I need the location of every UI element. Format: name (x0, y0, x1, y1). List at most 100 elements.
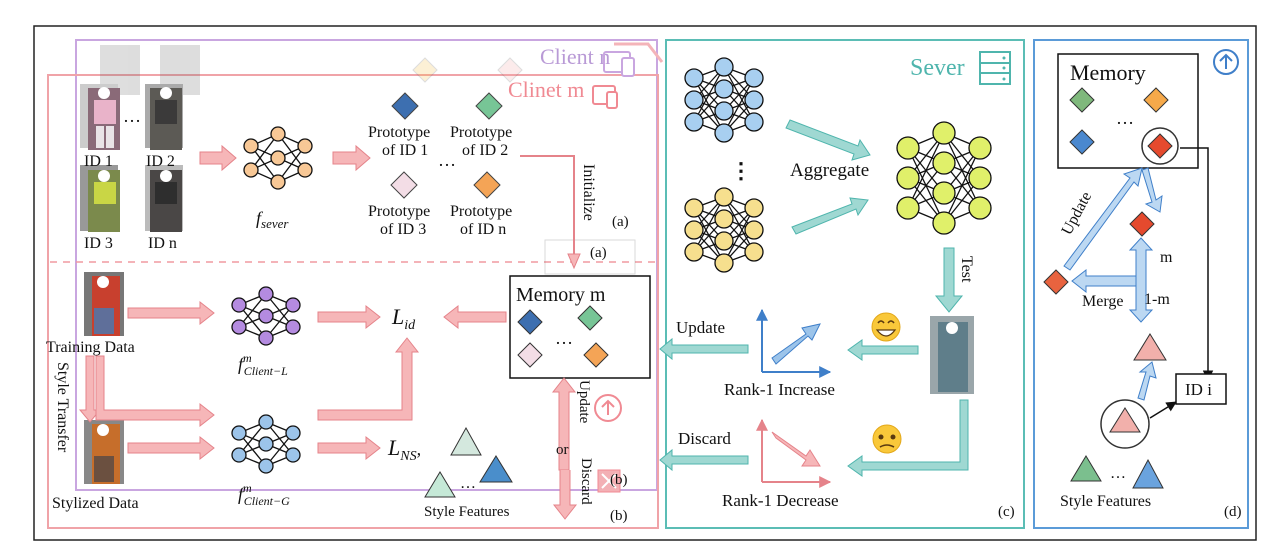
f-client-G-node (231, 447, 247, 463)
update-arrow-up (551, 377, 577, 471)
style-features-label: Style Features (424, 504, 510, 520)
update-label: Update (576, 380, 592, 424)
id-i-box (1175, 373, 1227, 405)
training-data-image (84, 272, 124, 336)
client-net-top-node (684, 90, 704, 110)
style-feature-triangle-2 (424, 471, 456, 498)
global-net-node (932, 211, 956, 235)
discard-arrow-to-clients (659, 448, 749, 472)
id-i-label: ID i (1185, 380, 1212, 399)
memory-m-diamond-pink (517, 342, 543, 368)
client-net-top-node (744, 68, 764, 88)
global-net-node (932, 181, 956, 205)
test-label: Test (958, 256, 975, 283)
client-net-top-node (684, 112, 704, 132)
global-net-node (896, 166, 920, 190)
global-net-node (896, 136, 920, 160)
rank-increase-label: Rank-1 Increase (724, 380, 835, 399)
client-net-top-edge (693, 66, 725, 123)
f-client-L-node (285, 297, 301, 313)
smile-emoji-icon (871, 312, 901, 342)
style-up-arrow-1 (1137, 361, 1157, 401)
client-net-top-node (714, 101, 734, 121)
memory-m-title: Memory m (516, 284, 606, 306)
global-network (896, 121, 992, 235)
client-network-top (684, 57, 764, 143)
memory-title: Memory (1070, 60, 1146, 85)
client-n-ghost (100, 45, 636, 275)
panel-a-tag: (a) (612, 214, 629, 230)
discard-label: Discard (578, 458, 594, 505)
f-client-G-node (285, 425, 301, 441)
f-client-L-node (285, 319, 301, 335)
memory-diamond-orange (1143, 87, 1169, 113)
memory-m-diamond-orange (583, 342, 609, 368)
global-net-node (968, 196, 992, 220)
id-2-label: ID 2 (146, 153, 175, 170)
id-ellipsis: … (123, 106, 141, 126)
stylized-data-image (84, 420, 124, 484)
global-net-node (968, 136, 992, 160)
f-client-G-node (258, 458, 274, 474)
m-arrow (1128, 237, 1154, 323)
style-triangle-center (1109, 407, 1141, 433)
prototype-id-2-line1: Prototype (450, 124, 512, 141)
outer-frame (33, 25, 1257, 541)
client-net-bottom-node (744, 198, 764, 218)
merge-label: Merge (1082, 293, 1123, 310)
f-client-G-node (258, 436, 274, 452)
initialize-label: Initialize (580, 164, 597, 221)
client-m-frame (47, 74, 659, 529)
rank-inc-trend-arrow (771, 323, 821, 365)
memory-m-ellipsis: … (555, 328, 573, 348)
aggregate-label: Aggregate (790, 160, 869, 181)
client-net-top-edge (723, 77, 755, 134)
arrow-fsever-to-prototypes (332, 144, 371, 172)
update-label-c: Update (676, 318, 725, 337)
prototype-id-2-line2: of ID 2 (462, 142, 508, 159)
memory-panel: Memory … m 1-m Merge Update ID i … S (1033, 39, 1249, 529)
update-diagonal-arrow (1063, 167, 1143, 271)
or-label: or (556, 442, 569, 458)
aggregate-arrow-top (785, 119, 871, 161)
arrow-memory-to-Lid (443, 304, 507, 330)
client-network-bottom (684, 187, 764, 273)
prototype-id-1-line1: Prototype (368, 124, 430, 141)
client-net-bottom-edge (693, 196, 725, 253)
f-sever-network (243, 126, 313, 190)
arrow-fG-up-to-Lid (317, 337, 420, 421)
f-sever-node (297, 138, 313, 154)
id-n-label: ID n (148, 235, 177, 252)
discard-arrow-down (552, 470, 578, 520)
memory-diamond-blue (1069, 129, 1095, 155)
memory-panel-frame (1033, 39, 1249, 529)
client-device-icon (592, 85, 618, 109)
id-2-image (145, 84, 183, 150)
arrow-ids-to-fsever (199, 144, 237, 172)
client-net-bottom-edge (723, 207, 755, 264)
client-net-bottom-node (744, 242, 764, 262)
global-net-node (932, 121, 956, 145)
global-net-edge (907, 132, 945, 209)
f-sever-node (270, 126, 286, 142)
prototype-id-2-diamond (475, 92, 503, 120)
one-minus-m-label: 1-m (1144, 291, 1170, 308)
arrow-training-to-fG (95, 355, 215, 428)
style-feature-triangle-3 (479, 455, 513, 483)
client-net-bottom-node (714, 231, 734, 251)
prototype-id-3-line1: Prototype (368, 203, 430, 220)
server-label: Sever (910, 55, 965, 81)
global-net-edge (943, 147, 981, 224)
aggregate-arrow-bottom (791, 197, 869, 235)
upload-circle-icon (1213, 49, 1239, 75)
f-client-L-node (258, 286, 274, 302)
rank-increase-arrow-in (847, 339, 919, 361)
global-net-node (968, 166, 992, 190)
prototype-id-3-diamond (390, 171, 418, 199)
panel-b-tag-ghost: (b) (610, 472, 628, 488)
style-ellipsis: … (460, 475, 476, 492)
client-net-bottom-node (714, 253, 734, 273)
